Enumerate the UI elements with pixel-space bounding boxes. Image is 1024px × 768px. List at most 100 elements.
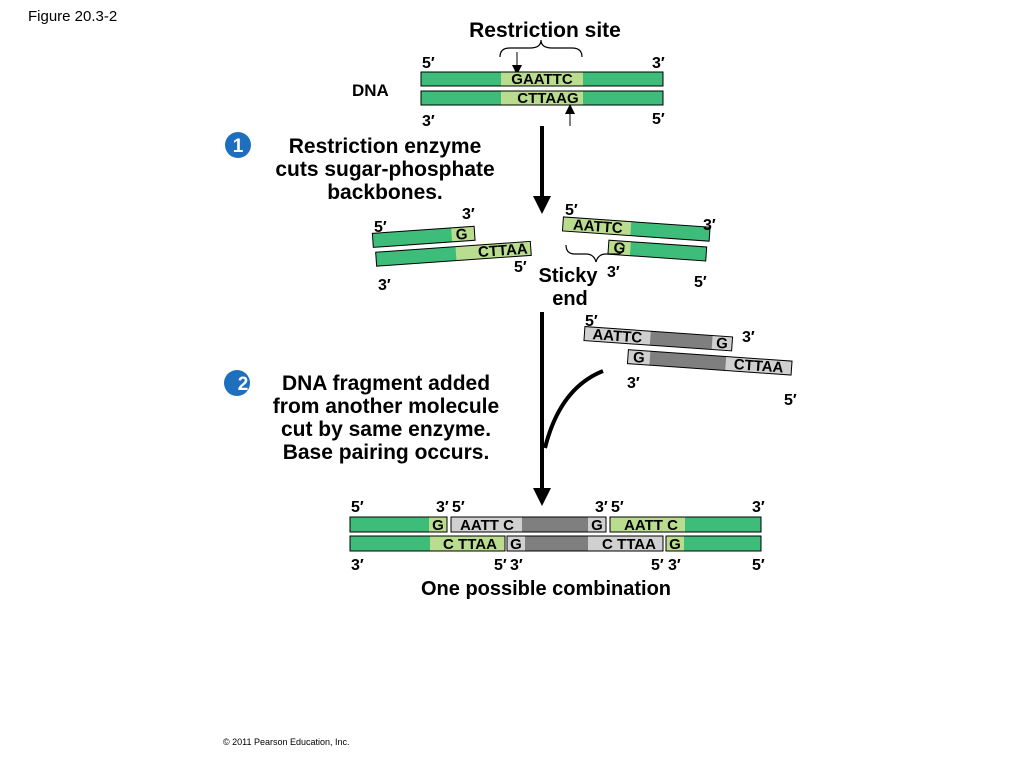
step-2-line: from another molecule (273, 395, 499, 418)
foreign-fragment-bottom-left-end (627, 349, 651, 366)
combined-top-seq: G (432, 517, 444, 534)
right-fragment: AATTC G (561, 216, 711, 262)
end-label-5-prime: 5′ (494, 557, 507, 574)
left-fragment-top-seq: G (455, 226, 468, 244)
left-fragment-bottom-outline (375, 240, 532, 267)
end-label-5-prime: 5′ (351, 499, 364, 516)
combined-bottom-right-green (666, 536, 761, 551)
restriction-site-brace (499, 39, 583, 58)
right-fragment-top-seq: AATTC (572, 217, 623, 237)
end-label-5-prime: 5′ (752, 557, 765, 574)
step-2-line: Base pairing occurs. (283, 441, 490, 464)
sticky-end-label: end (552, 288, 588, 310)
combined-top-gray-right-end (588, 517, 606, 532)
combined-bottom-seq: G (510, 536, 522, 553)
figure-label: Figure 20.3-2 (28, 8, 117, 25)
combined-bottom-gray-right-end (588, 536, 663, 551)
right-fragment-top-end (562, 216, 632, 236)
step-1-badge (225, 132, 251, 158)
end-label-5-prime: 5′ (651, 557, 664, 574)
end-label-3-prime: 3′ (595, 499, 608, 516)
end-label-3-prime: 3′ (742, 329, 755, 346)
dna-label: DNA (352, 81, 389, 100)
end-label-3-prime: 3′ (510, 557, 523, 574)
combined-top-right-outline (609, 516, 762, 533)
foreign-fragment-bottom-right-seq: CTTAA (733, 356, 784, 376)
end-label-5-prime: 5′ (374, 219, 387, 236)
combined-bottom-seq: C TTAA (443, 536, 497, 553)
foreign-fragment-bottom-right-end (725, 356, 793, 376)
top-strand-site (501, 72, 583, 86)
combined-top-left-end (429, 517, 447, 532)
copyright: © 2011 Pearson Education, Inc. (223, 737, 350, 747)
bottom-strand-outline (420, 90, 664, 106)
end-label-3-prime: 3′ (703, 217, 716, 234)
foreign-fragment: AATTC G G CTTAA (583, 326, 793, 377)
bottom-strand-site (501, 91, 583, 105)
end-label-3-prime: 3′ (462, 206, 475, 223)
left-fragment-top (372, 226, 476, 248)
right-fragment-bottom-end (607, 240, 631, 256)
step-2-arrowhead (533, 488, 551, 506)
foreign-fragment-bottom-left-seq: G (632, 349, 645, 367)
combined-bottom-left-end (430, 536, 505, 551)
end-label-5-prime: 5′ (694, 274, 707, 291)
combined-bottom-seq: C TTAA (602, 536, 656, 553)
combined-bottom-gray-outline (506, 535, 664, 552)
combined-bottom-left-outline (349, 535, 506, 552)
step-1-line: cuts sugar-phosphate (275, 158, 494, 181)
end-label-5-prime: 5′ (784, 392, 797, 409)
combination-caption: One possible combination (421, 578, 671, 600)
foreign-fragment-bottom-outline (626, 349, 793, 376)
end-label-5-prime: 5′ (565, 202, 578, 219)
foreign-fragment-top-right-end (711, 335, 733, 351)
right-fragment-top-outline (561, 216, 711, 242)
combined-top-gray-outline (450, 516, 607, 533)
combined-top-right-end (610, 517, 685, 532)
fragment-join-curve (543, 369, 604, 449)
step-1-number: 1 (233, 136, 244, 157)
foreign-fragment-top-left-seq: AATTC (592, 326, 643, 346)
step-2-badge (224, 370, 250, 396)
end-label-5-prime: 5′ (585, 313, 598, 330)
combined-top-left-outline (349, 516, 448, 533)
left-fragment-bottom-seq: CTTAA (477, 241, 528, 261)
end-label-5-prime: 5′ (611, 499, 624, 516)
foreign-fragment-top-right-seq: G (716, 335, 729, 353)
end-label-3-prime: 3′ (436, 499, 449, 516)
end-label-3-prime: 3′ (378, 277, 391, 294)
left-fragment: G CTTAA (371, 225, 532, 267)
combined-bottom-seq: G (669, 536, 681, 553)
top-strand-sequence: GAATTC (511, 71, 573, 88)
end-label-3-prime: 3′ (607, 264, 620, 281)
step-2-number: 2 (238, 374, 249, 395)
end-label-3-prime: 3′ (351, 557, 364, 574)
foreign-fragment-top-outline (583, 326, 734, 352)
end-label-3-prime: 3′ (668, 557, 681, 574)
step-1-line: backbones. (327, 181, 443, 204)
end-label-5-prime: 5′ (422, 55, 435, 72)
step-1-line: Restriction enzyme (289, 135, 482, 158)
combined-bottom-right-outline (665, 535, 762, 552)
step-2-line: cut by same enzyme. (281, 418, 491, 441)
left-fragment-top-end (451, 226, 476, 242)
combined-bottom-gray-left-end (507, 536, 525, 551)
combined-top-seq: AATT C (460, 517, 514, 534)
combined-top-seq: G (591, 517, 603, 534)
end-label-3-prime: 3′ (752, 499, 765, 516)
end-label-5-prime: 5′ (452, 499, 465, 516)
right-fragment-bottom-seq: G (613, 240, 626, 258)
end-label-3-prime: 3′ (627, 375, 640, 392)
step-1-arrowhead (533, 196, 551, 214)
bottom-strand-sequence: CTTAAG (517, 90, 578, 107)
left-fragment-top-outline (371, 225, 476, 248)
combined-top-seq: AATT C (624, 517, 678, 534)
combined-bottom-right-end (666, 536, 684, 551)
sticky-end-brace (565, 244, 625, 263)
sticky-end-label: Sticky (539, 265, 599, 287)
foreign-fragment-top-left-end (583, 326, 651, 346)
step-2-line: DNA fragment added (282, 372, 490, 395)
end-label-5-prime: 5′ (514, 259, 527, 276)
combined-top-gray-left-end (451, 517, 522, 532)
